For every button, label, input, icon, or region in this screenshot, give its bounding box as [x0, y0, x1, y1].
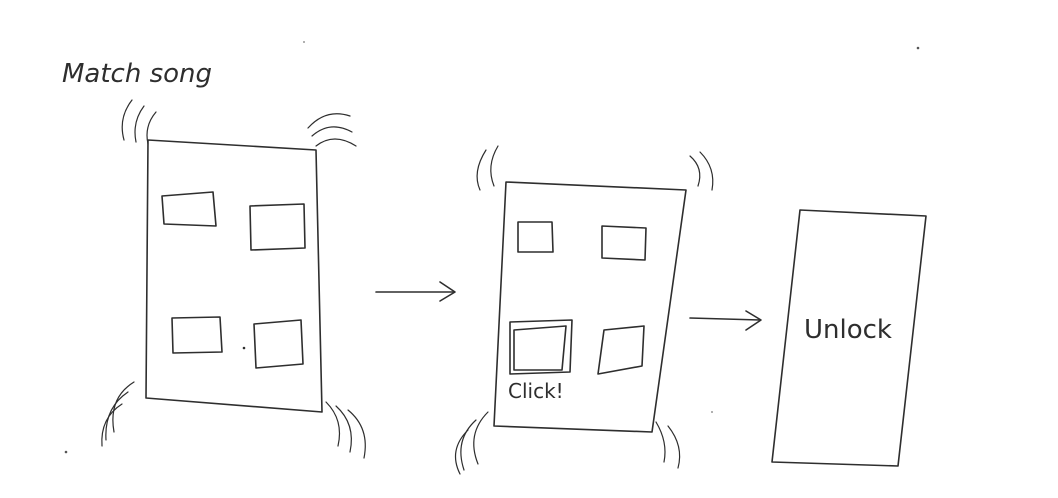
phone-1 — [101, 99, 366, 459]
phone-2-frame — [493, 181, 687, 433]
phone-1-dot — [242, 346, 246, 350]
sketch-title: Match song — [62, 59, 212, 89]
phone-3-frame — [771, 209, 927, 467]
phone-1-tile-2 — [249, 203, 306, 251]
phone-2-vibration — [454, 145, 714, 475]
phone-1-vibration — [101, 99, 366, 459]
phone-2: Click! — [454, 145, 714, 475]
arrow-2 — [689, 310, 762, 331]
phone-2-tile-1 — [517, 221, 554, 253]
arrow-1 — [375, 281, 456, 302]
phone-1-tile-4 — [253, 319, 304, 369]
phone-1-frame — [145, 139, 323, 413]
paper-specks — [64, 41, 920, 454]
phone-2-tile-selected — [509, 319, 573, 375]
phone-2-tile-4 — [597, 325, 645, 375]
phone-2-tile-2 — [601, 225, 647, 261]
click-annotation: Click! — [508, 379, 564, 403]
phone-3: Unlock — [771, 209, 927, 467]
unlock-label: Unlock — [804, 315, 892, 345]
phone-1-tile-1 — [161, 191, 217, 227]
phone-1-tile-3 — [171, 316, 223, 354]
